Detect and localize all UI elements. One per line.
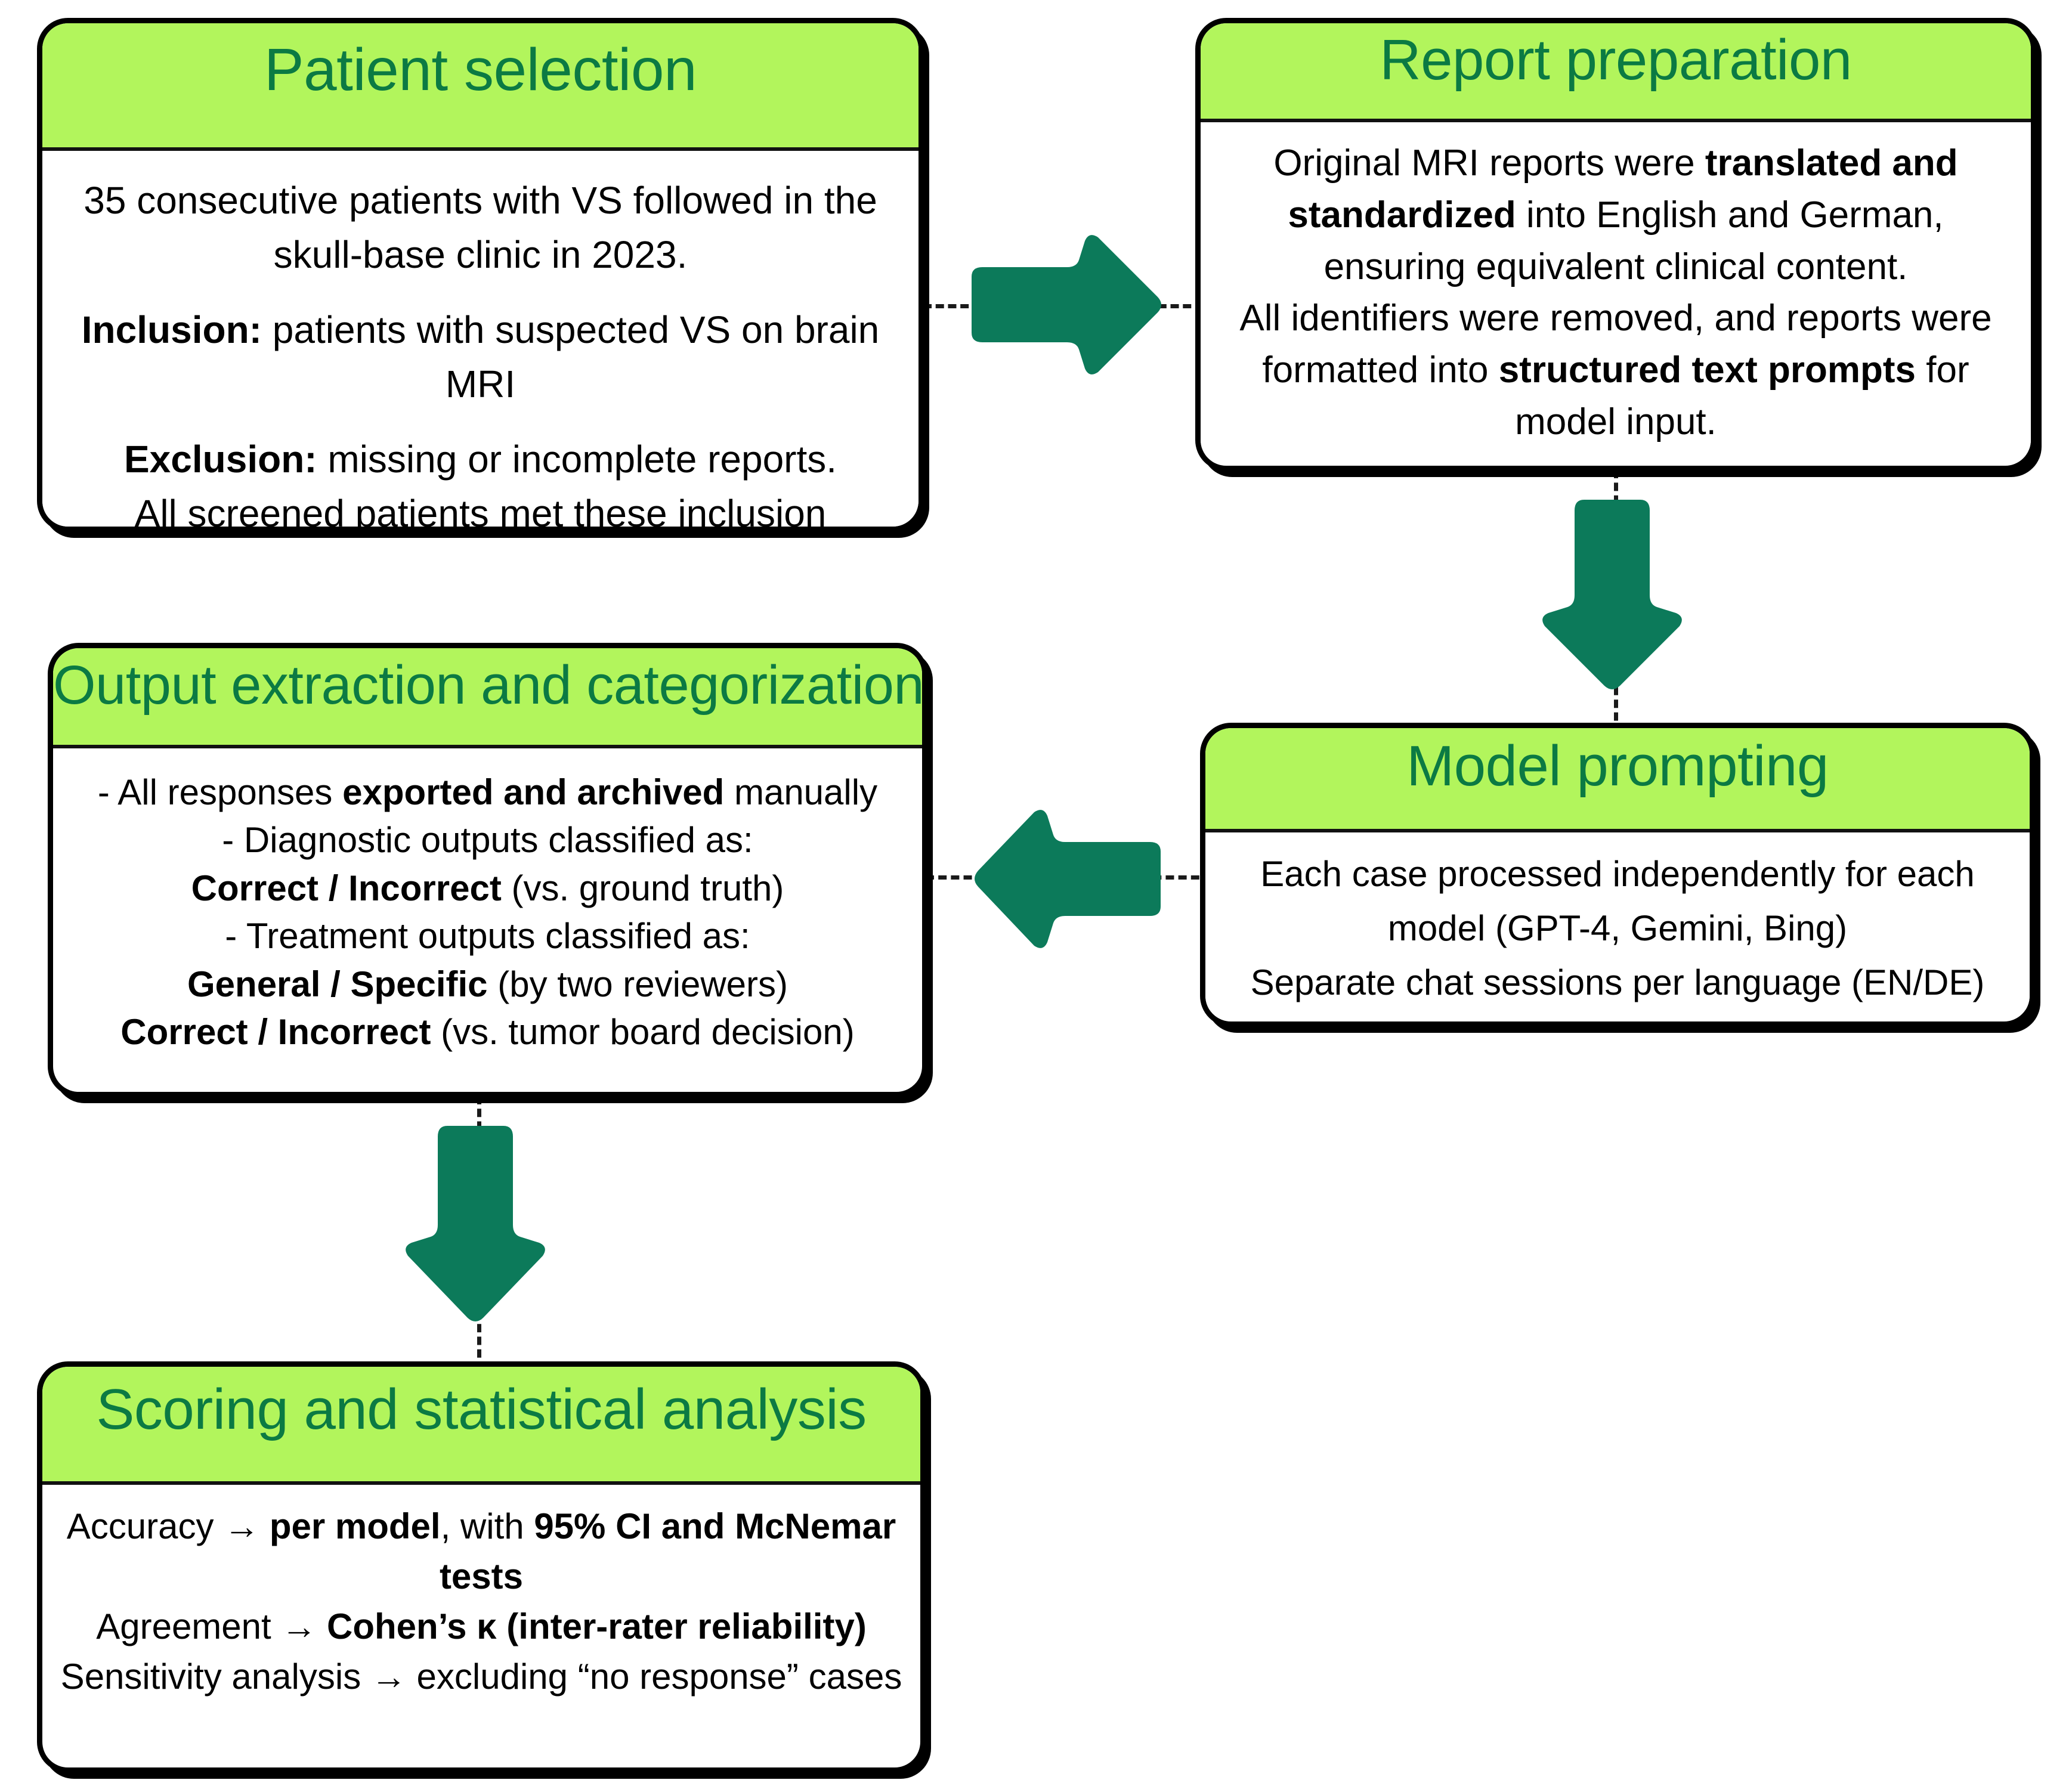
arrow-down-icon-output-extraction-to-scoring-analysis xyxy=(401,1121,557,1342)
patient-selection-line-4: All screened patients met these inclusio… xyxy=(134,491,827,532)
box-body-report-preparation: Original MRI reports were translated and… xyxy=(1201,122,2031,448)
output-extraction-line-6: Correct / Incorrect (vs. tumor board dec… xyxy=(120,1011,855,1052)
spacer xyxy=(67,282,893,303)
report-preparation-paragraph-1: Original MRI reports were translated and… xyxy=(1273,143,1958,287)
flow-box-scoring-analysis: Scoring and statistical analysis Accurac… xyxy=(37,1361,926,1773)
output-extraction-line-2: - Diagnostic outputs classified as: xyxy=(222,820,753,860)
scoring-analysis-line-3: Sensitivity analysis → excluding “no res… xyxy=(60,1657,902,1697)
report-preparation-paragraph-2: All identifiers were removed, and report… xyxy=(1239,298,1992,442)
box-title-patient-selection: Patient selection xyxy=(42,23,919,151)
scoring-analysis-line-2: Agreement → Cohen’s κ (inter-rater relia… xyxy=(96,1606,867,1646)
box-body-model-prompting: Each case processed independently for ea… xyxy=(1205,832,2030,1010)
patient-selection-line-3: Exclusion: missing or incomplete reports… xyxy=(123,437,837,481)
output-extraction-line-4: - Treatment outputs classified as: xyxy=(225,916,750,956)
arrow-right-icon-patient-selection-to-report-preparation xyxy=(968,230,1165,379)
model-prompting-line-1: Each case processed independently for ea… xyxy=(1260,854,1975,949)
box-title-output-extraction: Output extraction and categorization xyxy=(53,648,922,748)
model-prompting-line-2: Separate chat sessions per language (EN/… xyxy=(1250,962,1985,1003)
box-body-scoring-analysis: Accuracy → per model, with 95% CI and Mc… xyxy=(42,1485,920,1702)
output-extraction-line-1: - All responses exported and archived ma… xyxy=(97,772,878,812)
scoring-analysis-line-1: Accuracy → per model, with 95% CI and Mc… xyxy=(66,1506,896,1596)
patient-selection-line-1: 35 consecutive patients with VS followed… xyxy=(84,179,877,276)
patient-selection-line-2: Inclusion: patients with suspected VS on… xyxy=(81,308,880,405)
flow-box-report-preparation: Report preparation Original MRI reports … xyxy=(1195,18,2036,471)
box-body-patient-selection: 35 consecutive patients with VS followed… xyxy=(42,151,919,532)
spacer xyxy=(67,411,893,432)
flow-box-output-extraction: Output extraction and categorization - A… xyxy=(48,643,927,1097)
inclusion-label: Inclusion: xyxy=(81,308,262,351)
output-extraction-line-5: General / Specific (by two reviewers) xyxy=(187,964,788,1004)
box-title-scoring-analysis: Scoring and statistical analysis xyxy=(42,1367,920,1485)
flow-box-model-prompting: Model prompting Each case processed inde… xyxy=(1200,723,2035,1027)
box-title-model-prompting: Model prompting xyxy=(1205,728,2030,832)
exclusion-label: Exclusion: xyxy=(123,437,317,481)
arrow-down-icon-report-preparation-to-model-prompting xyxy=(1538,495,1694,710)
box-title-report-preparation: Report preparation xyxy=(1201,23,2031,122)
arrow-left-icon-model-prompting-to-output-extraction xyxy=(973,804,1164,954)
output-extraction-line-3: Correct / Incorrect (vs. ground truth) xyxy=(191,868,784,908)
box-body-output-extraction: - All responses exported and archived ma… xyxy=(53,748,922,1057)
flow-box-patient-selection: Patient selection 35 consecutive patient… xyxy=(37,18,924,532)
